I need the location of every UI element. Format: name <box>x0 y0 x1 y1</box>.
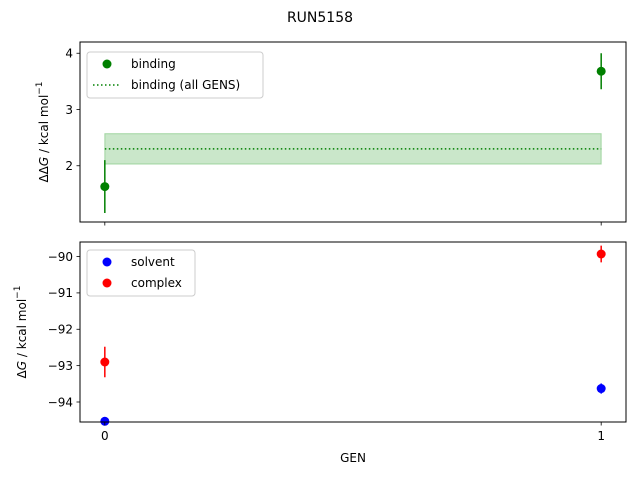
binding-point-1 <box>596 66 606 76</box>
legend-binding-label: binding <box>131 57 176 71</box>
bottom-y-tick-label-2: −92 <box>48 323 73 337</box>
solvent-point-0 <box>100 416 110 426</box>
legend-binding-marker <box>102 59 112 69</box>
bottom-marks-layer <box>100 245 606 426</box>
top-axes-frame <box>79 41 627 223</box>
legend-complex-label: complex <box>131 276 182 290</box>
bottom-legend-box <box>86 249 196 297</box>
figure-title: RUN5158 <box>287 10 353 26</box>
binding-free-energy-panel: 2 3 4 ΔΔG / kcal mol−1 binding binding (al… <box>35 41 627 226</box>
binding-point-0 <box>100 182 110 192</box>
top-y-axis-label: ΔΔG / kcal mol−1 <box>35 81 51 182</box>
complex-point-0 <box>100 357 110 367</box>
top-y-tick-label-1: 3 <box>65 103 73 117</box>
bottom-x-axis-label: GEN <box>340 451 366 465</box>
bottom-y-axis-label: ΔG / kcal mol−1 <box>13 286 29 379</box>
legend-solvent-label: solvent <box>131 255 175 269</box>
bottom-y-tick-label-1: −93 <box>48 359 73 373</box>
bottom-x-tick-label-1: 1 <box>597 429 605 443</box>
complex-point-1 <box>596 249 606 259</box>
bottom-y-tick-label-3: −91 <box>48 286 73 300</box>
bottom-y-tick-label-0: −94 <box>48 395 73 409</box>
component-free-energy-panel: −94 −93 −92 −91 −90 0 1 ΔG / kcal mol−1 GEN so… <box>13 241 627 465</box>
bottom-axis-ticks: −94 −93 −92 −91 −90 0 1 <box>48 250 605 443</box>
bottom-y-tick-label-4: −90 <box>48 250 73 264</box>
top-marks-layer <box>100 53 606 213</box>
bottom-legend: solvent complex <box>86 249 196 297</box>
legend-complex-marker <box>102 278 112 288</box>
bottom-x-tick-label-0: 0 <box>101 429 109 443</box>
top-axis-ticks: 2 3 4 <box>65 47 602 226</box>
top-legend-box <box>86 51 264 99</box>
top-legend: binding binding (all GENS) <box>86 51 264 99</box>
legend-solvent-marker <box>102 257 112 267</box>
bottom-axes-frame <box>79 241 627 423</box>
legend-binding-all-gens-label: binding (all GENS) <box>131 78 240 92</box>
top-y-tick-label-2: 4 <box>65 47 73 61</box>
solvent-point-1 <box>596 384 606 394</box>
top-y-tick-label-0: 2 <box>65 159 73 173</box>
